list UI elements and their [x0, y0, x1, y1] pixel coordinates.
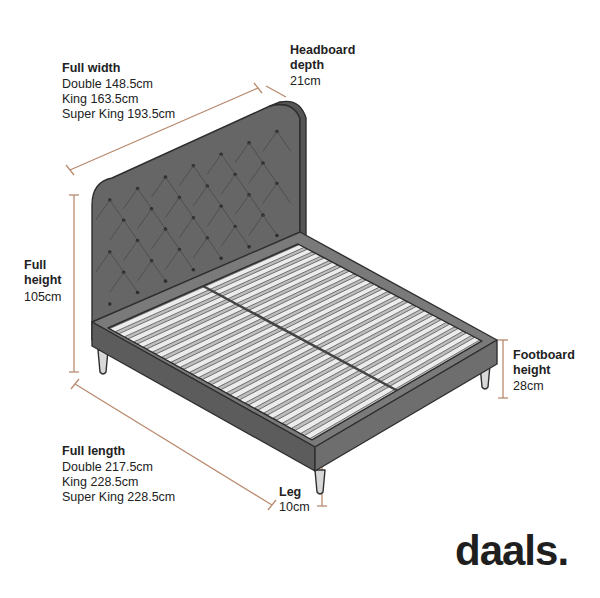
dimension-value: King 163.5cm [62, 92, 138, 107]
footboard-dimension-line [502, 340, 503, 398]
dimension-value: Double 148.5cm [62, 77, 153, 92]
dimension-value: 28cm [513, 379, 544, 394]
dimension-heading: Leg [279, 485, 301, 500]
dimension-value: 21cm [290, 74, 321, 89]
frame-rim [92, 232, 497, 447]
dimension-tick [69, 371, 79, 372]
dimension-heading: Full width [62, 61, 120, 76]
dimension-tick [254, 83, 262, 93]
dimension-tick [498, 397, 508, 398]
bed-slats [109, 245, 480, 439]
dimension-value: 10cm [279, 500, 310, 515]
bed-leg [315, 470, 325, 494]
dimension-tick [317, 505, 327, 506]
dimension-value: King 228.5cm [62, 475, 138, 490]
dimension-tick [66, 165, 74, 175]
frame-side [92, 322, 315, 471]
height-dimension-line [73, 195, 74, 372]
dimension-lines [66, 83, 508, 510]
dimension-tick [69, 194, 79, 195]
centre-rail [203, 286, 397, 391]
bed-base [108, 244, 482, 440]
dimension-value: Super King 193.5cm [62, 107, 175, 122]
bed-frame [92, 101, 497, 494]
dimension-value: 105cm [24, 290, 62, 305]
dimension-value: Double 217.5cm [62, 460, 153, 475]
brand-logo: daals. [455, 528, 568, 574]
dimension-value: Super King 228.5cm [62, 490, 175, 505]
dimension-tick [71, 379, 79, 389]
depth-dimension-line [266, 86, 286, 97]
dimension-heading: Headboard depth [290, 43, 362, 73]
frame-foot [315, 340, 497, 471]
dimension-heading: Footboard height [513, 348, 583, 378]
headboard-side [270, 101, 306, 246]
dimension-heading: Full length [62, 444, 125, 459]
dimension-heading: Full height [24, 258, 70, 288]
dimension-tick [268, 500, 276, 510]
dimension-tick [498, 339, 508, 340]
